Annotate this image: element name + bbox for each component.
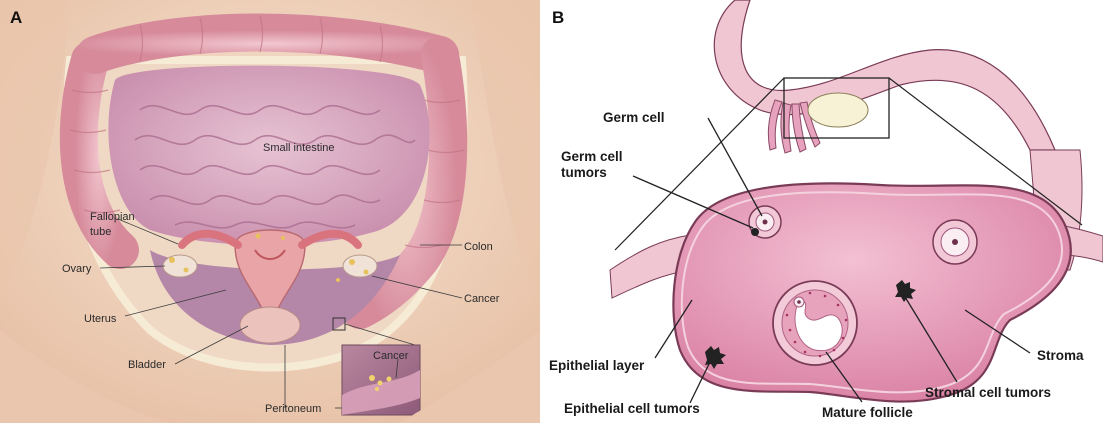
small-intestine: [108, 66, 429, 245]
label-peritoneum: Peritoneum: [265, 403, 321, 415]
label-epithelial-cell-tumors: Epithelial cell tumors: [564, 401, 700, 416]
label-uterus: Uterus: [84, 313, 117, 325]
label-germ-cell-tumors-2: tumors: [561, 165, 607, 180]
label-epithelial-layer: Epithelial layer: [549, 358, 645, 373]
label-stroma: Stroma: [1037, 348, 1084, 363]
germ-cell-tumor: [751, 228, 759, 236]
label-small-intestine: Small intestine: [263, 142, 335, 154]
label-mature-follicle: Mature follicle: [822, 405, 913, 420]
follicle-right: [933, 220, 977, 264]
label-inset-cancer: Cancer: [373, 350, 409, 362]
ovary-left: [163, 255, 197, 277]
label-colon: Colon: [464, 241, 493, 253]
label-stromal-cell-tumors: Stromal cell tumors: [925, 385, 1051, 400]
panel-b-letter: B: [552, 8, 564, 27]
label-fallopian-tube-1: Fallopian: [90, 211, 135, 223]
mature-follicle: [773, 281, 857, 365]
panel-divider: [540, 0, 548, 423]
bladder: [240, 307, 300, 343]
label-ovary: Ovary: [62, 263, 92, 275]
label-germ-cell-tumors-1: Germ cell: [561, 149, 623, 164]
ovary-right: [343, 255, 377, 277]
label-cancer: Cancer: [464, 293, 500, 305]
panel-b: B Germ cell Germ cell tumors Epithelial …: [548, 0, 1103, 423]
ovary-small: [808, 93, 868, 127]
panel-a: A Small intestine Fallopian tube Ovary U…: [0, 0, 540, 423]
label-germ-cell: Germ cell: [603, 110, 665, 125]
panel-a-letter: A: [10, 8, 22, 27]
label-bladder: Bladder: [128, 359, 166, 371]
label-fallopian-tube-2: tube: [90, 226, 111, 238]
